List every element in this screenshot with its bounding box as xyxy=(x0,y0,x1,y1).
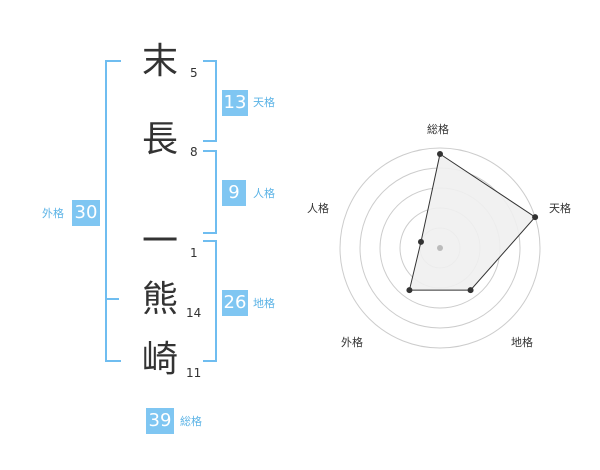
gaikaku-bracket xyxy=(105,60,121,362)
radar-point-4 xyxy=(406,287,413,294)
radar-point-1 xyxy=(437,151,443,157)
stroke-count-4: 14 xyxy=(186,306,202,320)
soukaku-label: 総格 xyxy=(180,415,202,428)
radar-center-dot xyxy=(437,245,443,251)
radar-grid-circle xyxy=(339,147,541,349)
radar-point-2 xyxy=(532,214,539,221)
radar-label-soukaku: 総格 xyxy=(427,123,449,136)
chikaku-label: 地格 xyxy=(253,297,275,310)
radar-label-gaikaku: 外格 xyxy=(341,336,363,349)
radar-point-3 xyxy=(467,287,474,294)
gaikaku-label: 外格 xyxy=(42,207,64,220)
chikaku-bracket xyxy=(203,240,217,362)
gaikaku-connector xyxy=(105,298,119,300)
stroke-count-5: 11 xyxy=(186,366,202,380)
soukaku-value: 39 xyxy=(146,408,174,434)
stroke-count-3: 1 xyxy=(190,246,198,260)
name-char-3: 一 xyxy=(141,221,178,262)
name-char-1: 末 xyxy=(141,41,178,82)
tenkaku-bracket xyxy=(203,60,217,142)
gaikaku-value: 30 xyxy=(72,200,100,226)
radar-polygon xyxy=(408,153,536,291)
name-char-5: 崎 xyxy=(141,339,178,380)
chikaku-value: 26 xyxy=(222,290,248,316)
stroke-count-2: 8 xyxy=(190,145,198,159)
radar-label-chikaku: 地格 xyxy=(511,336,533,349)
name-char-4: 熊 xyxy=(141,279,178,320)
stroke-count-1: 5 xyxy=(190,66,198,80)
radar-label-tenkaku: 天格 xyxy=(549,202,571,215)
jinkaku-bracket xyxy=(203,150,217,234)
radar-label-jinkaku: 人格 xyxy=(307,202,329,215)
jinkaku-value: 9 xyxy=(222,180,246,206)
radar-point-5 xyxy=(417,238,424,245)
tenkaku-value: 13 xyxy=(222,90,248,116)
tenkaku-label: 天格 xyxy=(253,96,275,109)
name-char-2: 長 xyxy=(141,119,178,160)
radar-chart xyxy=(339,147,541,349)
jinkaku-label: 人格 xyxy=(253,187,275,200)
